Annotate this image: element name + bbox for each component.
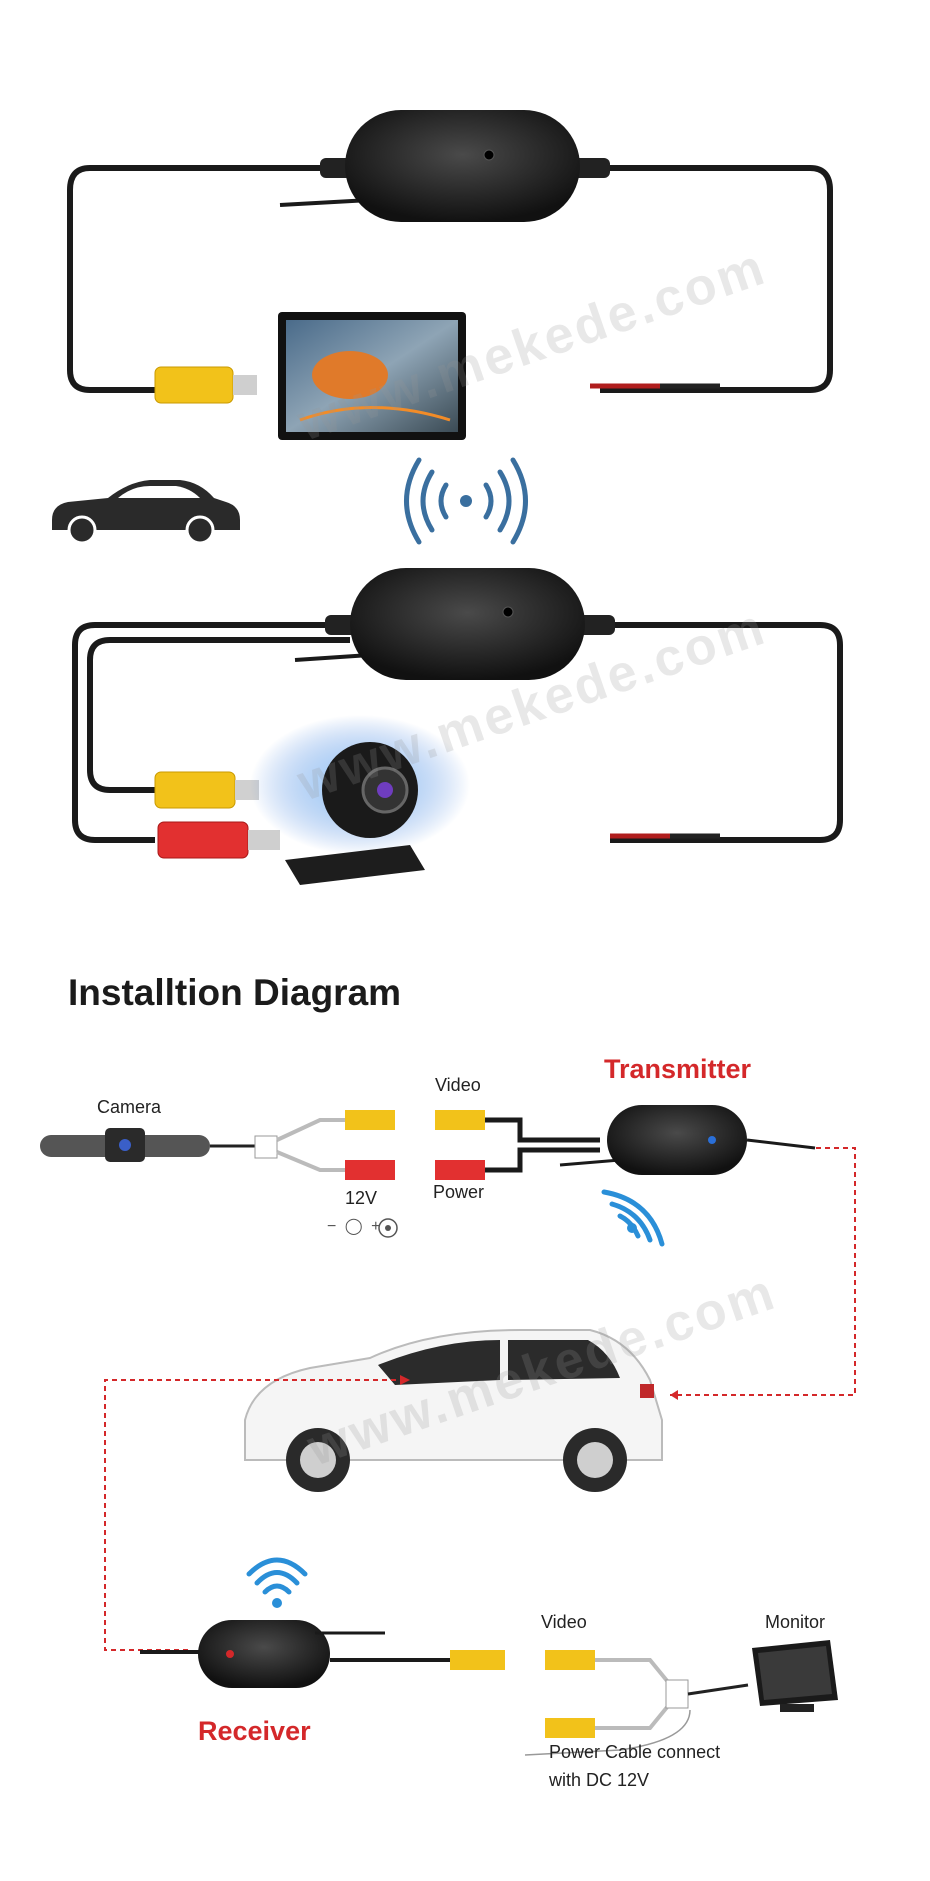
rca-yellow-transmitter [435, 1110, 485, 1130]
rca-yellow-mid [154, 771, 236, 809]
video-label-bottom: Video [541, 1612, 587, 1632]
camera-bracket [285, 845, 425, 885]
wifi-icon [601, 1189, 665, 1247]
rca-yellow-monitor [545, 1650, 595, 1670]
rca-red-transmitter [435, 1160, 485, 1180]
screen-car-image [312, 351, 388, 399]
polarity-circle [378, 1218, 398, 1238]
dc-plug-red [157, 821, 249, 859]
plate-camera-lens [119, 1139, 131, 1151]
voltage-label: 12V [345, 1188, 378, 1208]
rca-yellow-camera [345, 1110, 395, 1130]
dc-plug-tip [248, 830, 280, 850]
transmitter-led [502, 606, 514, 618]
transmitter-video-wire [485, 1117, 600, 1143]
mini-monitor-stand [780, 1704, 814, 1712]
monitor-label: Monitor [765, 1612, 826, 1632]
top-receiver-assembly [52, 110, 833, 545]
transmitter-lead [746, 1138, 816, 1150]
rca-yellow-monitor-2 [545, 1718, 595, 1738]
schematic-transmitter-box [607, 1105, 747, 1175]
arrow-head-receiver [400, 1375, 410, 1385]
transmitter-blue-led [708, 1136, 716, 1144]
signal-path-to-car [670, 1147, 856, 1396]
monitor-wire [687, 1683, 749, 1696]
transmitter-box [350, 568, 585, 680]
receiver-red-led [226, 1650, 234, 1658]
monitor-split-1 [595, 1658, 670, 1684]
car-silhouette-icon [52, 480, 240, 545]
monitor-split-2 [595, 1704, 670, 1730]
schematic-receiver-box [198, 1620, 330, 1688]
polarity-symbol: − ◯ + [327, 1218, 383, 1235]
receiver-cable-right [580, 165, 833, 393]
split-wire-power [276, 1150, 345, 1172]
diagram-title: Installtion Diagram [68, 972, 402, 1013]
video-cable [72, 622, 350, 843]
strain-relief-4 [575, 615, 615, 635]
rca-yellow-receiver [450, 1650, 505, 1670]
transmitter-antenna [559, 1158, 621, 1167]
monitor-splitter [665, 1679, 689, 1709]
strain-relief-right [570, 158, 610, 178]
wireless-signal-icon [404, 457, 528, 545]
receiver-wifi-icon [246, 1557, 308, 1608]
antenna-wire [279, 198, 371, 207]
arrow-head-car [670, 1390, 678, 1400]
camera-lens-glass [377, 782, 393, 798]
installation-schematic [40, 1105, 856, 1756]
power-note-pointer [524, 1709, 691, 1756]
transmitter-camera-assembly [72, 568, 843, 885]
receiver-led [483, 149, 495, 161]
transmitter-label: Transmitter [604, 1054, 752, 1084]
power-cable [87, 637, 350, 793]
rca-tip-top [233, 375, 257, 395]
mini-monitor-screen [758, 1646, 832, 1700]
transmitter-power-cable [585, 622, 843, 843]
video-label-top: Video [435, 1075, 481, 1095]
power-label: Power [433, 1182, 485, 1202]
parking-guide [299, 406, 451, 422]
receiver-cable-left [67, 165, 350, 393]
polarity-dot [385, 1225, 391, 1231]
rca-yellow-top [154, 366, 234, 404]
receiver-box [345, 110, 580, 222]
power-note-line1: Power Cable connect [549, 1742, 721, 1762]
split-wire-video [276, 1118, 345, 1142]
camera-label: Camera [97, 1097, 162, 1117]
antenna-wire-2 [294, 653, 371, 662]
rca-red-camera [345, 1160, 395, 1180]
receiver-label: Receiver [198, 1716, 311, 1746]
power-note-line2: with DC 12V [549, 1770, 650, 1790]
splitter [254, 1135, 278, 1159]
transmitter-power-wire [485, 1147, 600, 1173]
